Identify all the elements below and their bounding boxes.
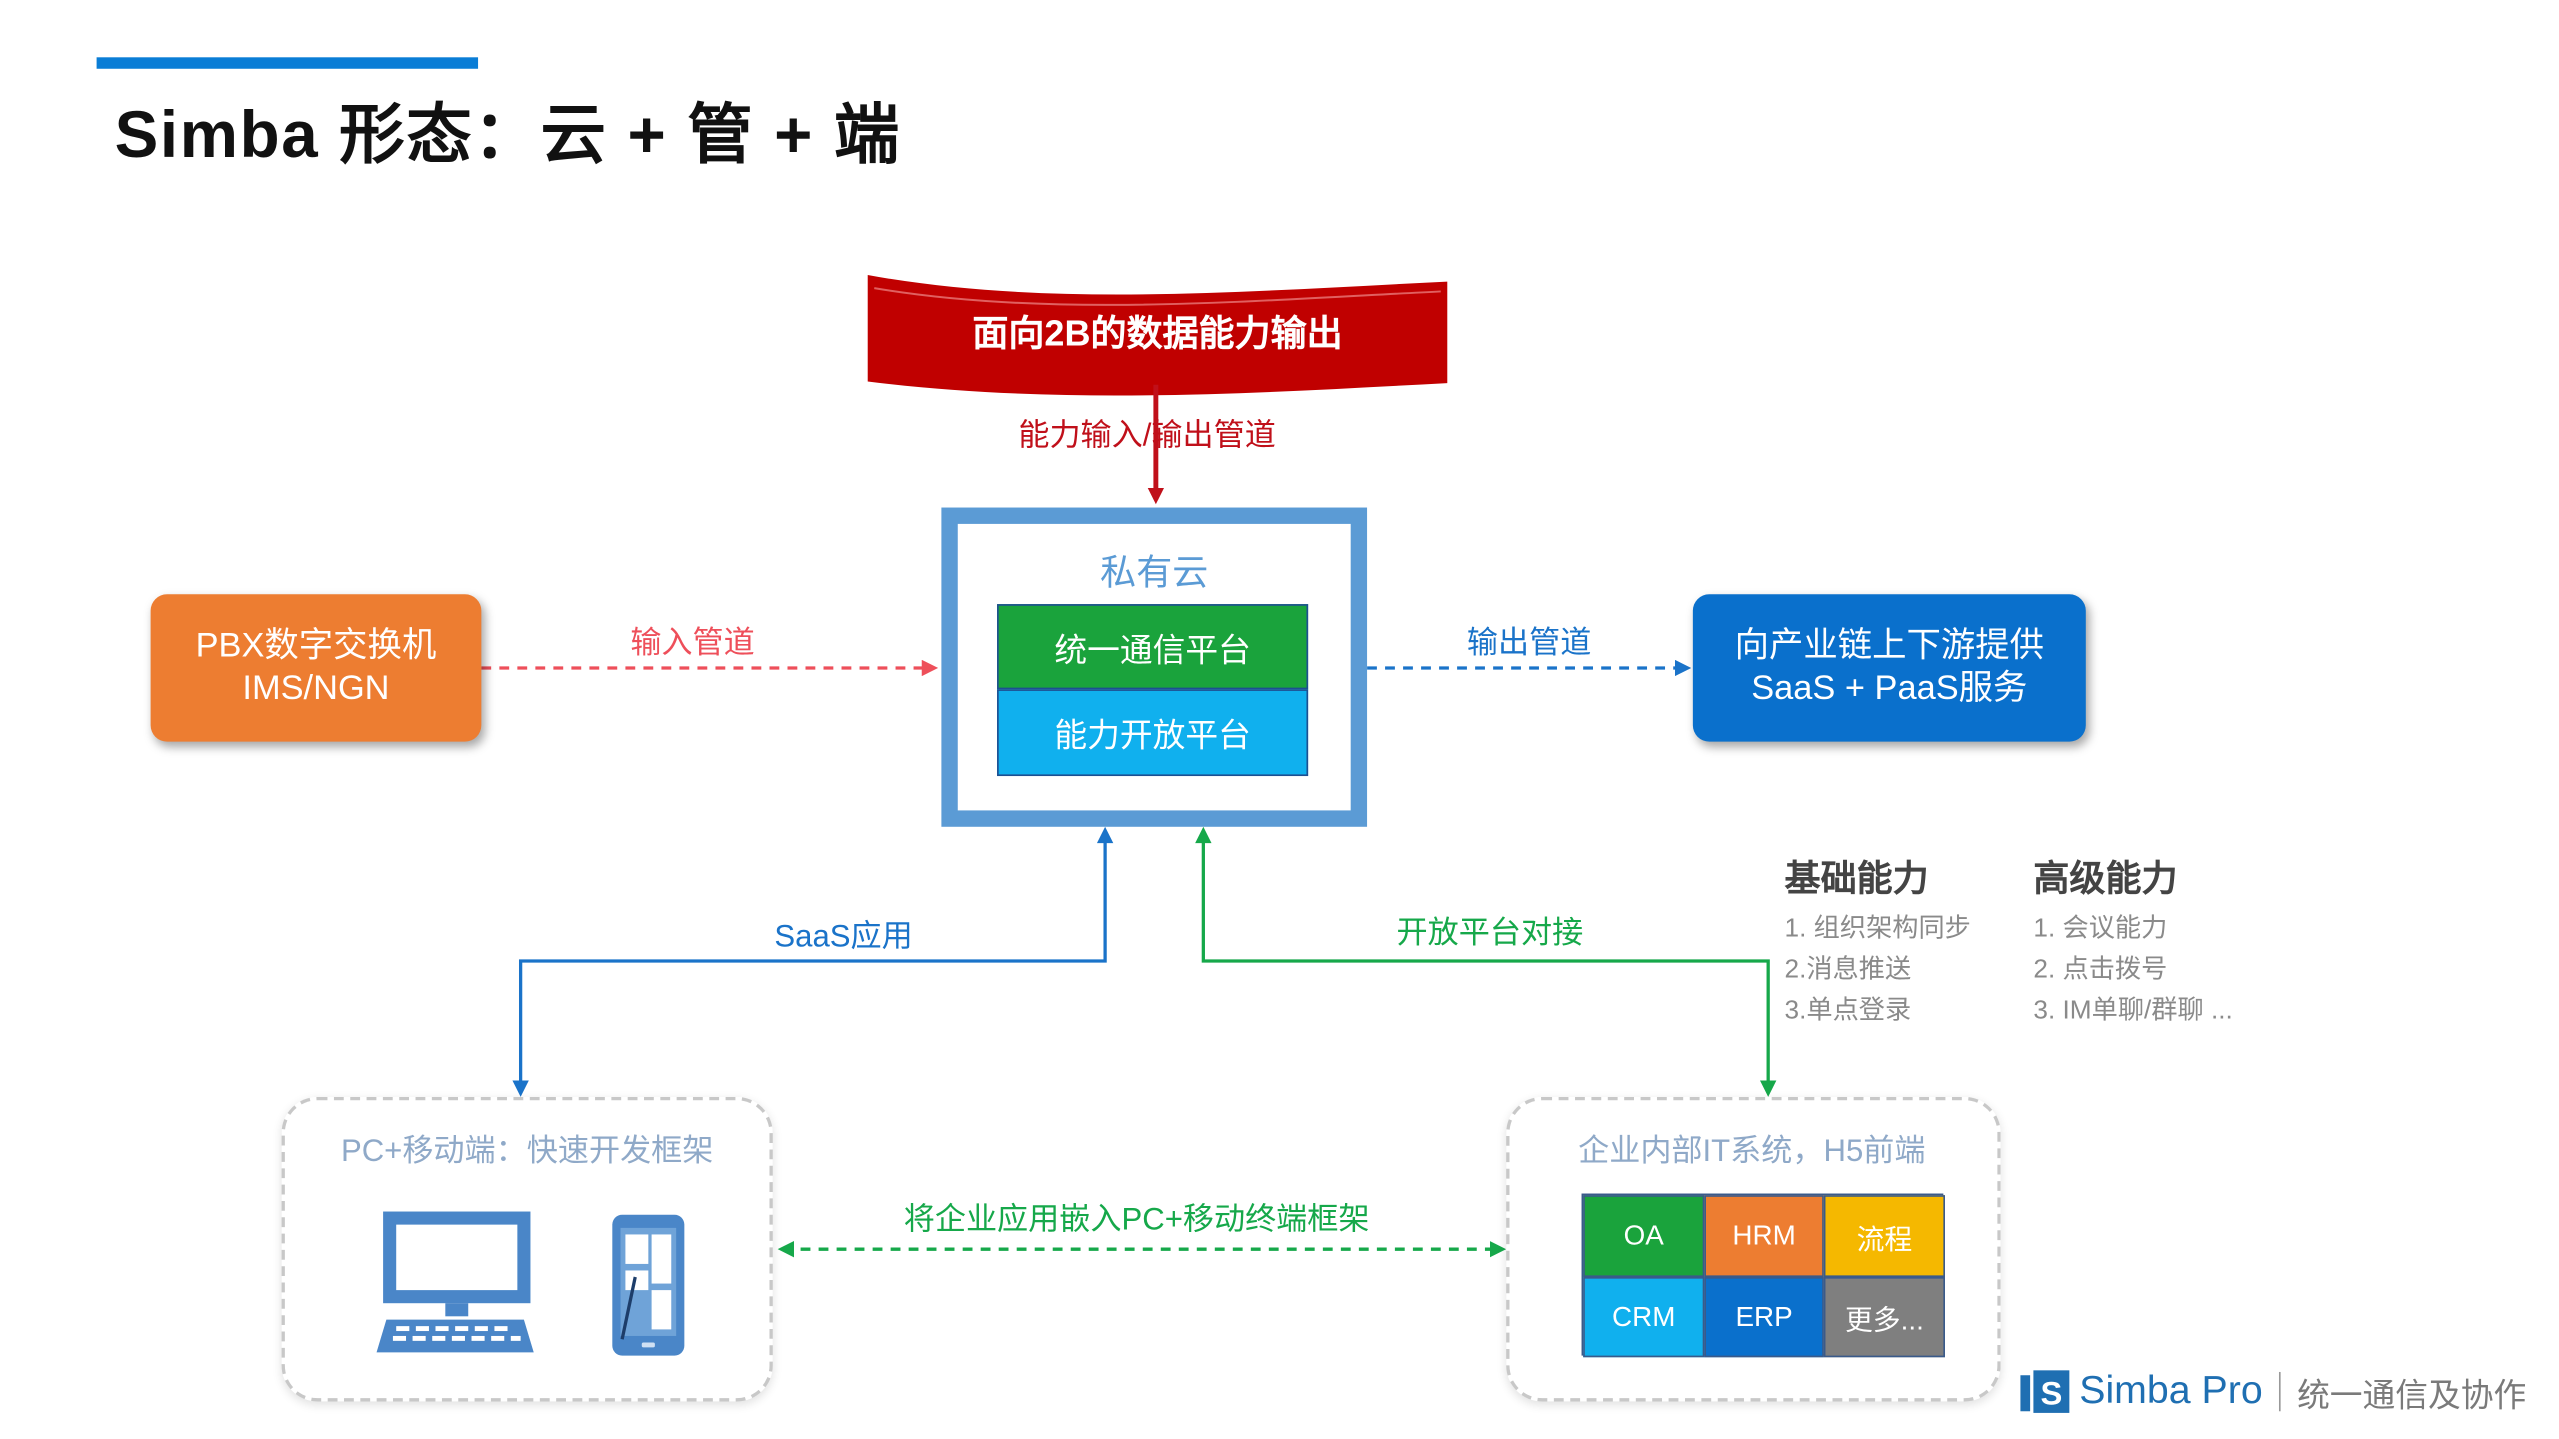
desktop-computer-icon	[376, 1211, 534, 1353]
pbx-box: PBX数字交换机 IMS/NGN	[150, 594, 482, 742]
pbx-line2: IMS/NGN	[242, 669, 390, 708]
advanced-capability-item: 1. 会议能力	[2033, 915, 2168, 944]
app-tile-workflow: 流程	[1823, 1195, 1945, 1278]
embed-label: 将企业应用嵌入PC+移动终端框架	[903, 1203, 1370, 1238]
service-line1: 向产业链上下游提供	[1734, 626, 2045, 665]
brand-name: Simba Pro	[2079, 1368, 2263, 1413]
brand-footer: S Simba Pro 统一通信及协作	[2020, 1367, 2526, 1416]
output-pipe-label: 输出管道	[1466, 627, 1592, 662]
open-platform-label: 开放平台对接	[1396, 916, 1584, 952]
advanced-capability-item: 2. 点击拨号	[2033, 956, 2168, 984]
basic-capability-item: 3.单点登录	[1784, 997, 1912, 1025]
basic-capabilities: 基础能力 1. 组织架构同步 2.消息推送 3.单点登录	[1785, 850, 1971, 1032]
pbx-line1: PBX数字交换机	[195, 626, 437, 665]
open-capability-platform: 能力开放平台	[997, 689, 1309, 777]
enterprise-app-grid: OA HRM 流程 CRM ERP 更多...	[1581, 1193, 1945, 1358]
open-arrow-down	[1759, 1080, 1777, 1097]
basic-capability-item: 1. 组织架构同步	[1784, 915, 1971, 944]
service-box: 向产业链上下游提供 SaaS + PaaS服务	[1692, 594, 2086, 742]
open-arrow-up	[1195, 826, 1212, 844]
open-capability-platform-label: 能力开放平台	[1054, 718, 1251, 755]
input-pipe-label: 输入管道	[630, 627, 755, 662]
service-line2: SaaS + PaaS服务	[1751, 669, 2028, 708]
basic-capability-item: 2.消息推送	[1784, 956, 1912, 984]
app-tile-crm: CRM	[1583, 1277, 1705, 1358]
saas-arrow-down	[512, 1080, 529, 1097]
app-tile-more: 更多...	[1823, 1277, 1945, 1358]
io-pipe-label: 能力输入/输出管道	[1018, 419, 1276, 454]
app-tile-erp: ERP	[1704, 1277, 1824, 1358]
app-tile-oa: OA	[1583, 1195, 1705, 1278]
unified-comm-platform-label: 统一通信平台	[1054, 632, 1251, 669]
private-cloud-title: 私有云	[1100, 551, 1209, 593]
advanced-capabilities: 高级能力 1. 会议能力 2. 点击拨号 3. IM单聊/群聊 ...	[2033, 850, 2232, 1032]
simba-logo-letter: S	[2040, 1375, 2062, 1412]
advanced-capability-item: 3. IM单聊/群聊 ...	[2033, 997, 2233, 1025]
title-accent-bar	[96, 57, 479, 69]
advanced-capabilities-heading: 高级能力	[2033, 857, 2178, 899]
brand-tagline: 统一通信及协作	[2297, 1377, 2527, 1414]
banner-text: 面向2B的数据能力输出	[972, 312, 1343, 354]
simba-logo-icon: S	[2020, 1370, 2070, 1413]
enterprise-it-title: 企业内部IT系统，H5前端	[1578, 1134, 1926, 1169]
saas-app-line	[518, 834, 1107, 1088]
client-framework-title: PC+移动端：快速开发框架	[340, 1134, 714, 1169]
unified-comm-platform: 统一通信平台	[997, 604, 1309, 690]
mobile-phone-icon	[612, 1214, 685, 1356]
app-tile-hrm: HRM	[1704, 1195, 1824, 1278]
banner-flag-highlight	[874, 287, 1441, 306]
open-platform-line	[1201, 834, 1770, 1088]
saas-arrow-up	[1096, 826, 1114, 844]
brand-divider	[2279, 1371, 2281, 1412]
page-title: Simba 形态：云 + 管 + 端	[114, 99, 901, 172]
saas-label: SaaS应用	[774, 920, 913, 955]
basic-capabilities-heading: 基础能力	[1784, 857, 1929, 899]
banner-flag-shape	[867, 275, 1448, 396]
